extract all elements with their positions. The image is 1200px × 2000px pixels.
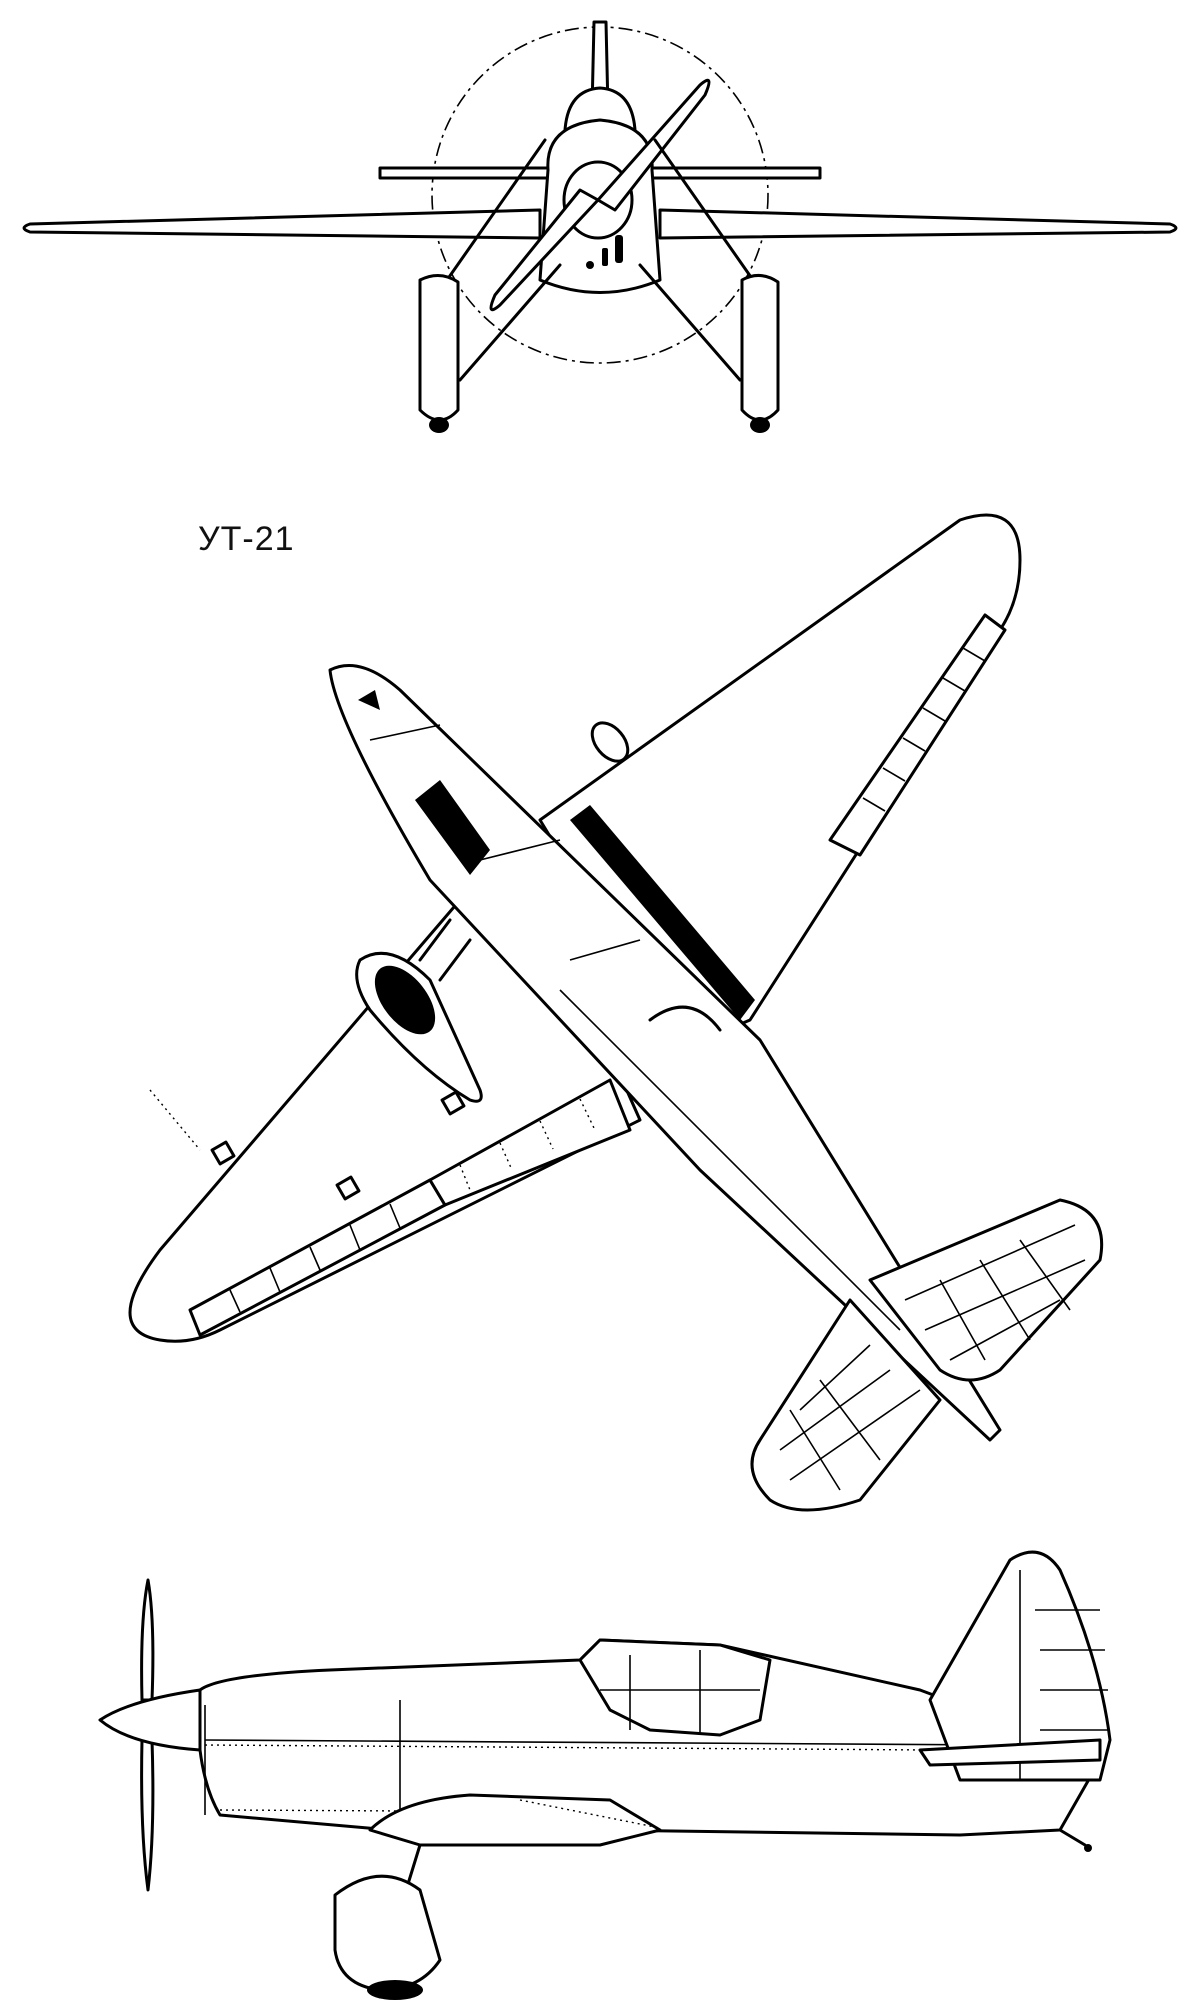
top-wheel-fairing-fill xyxy=(374,965,436,1035)
flap-ribs xyxy=(459,1098,595,1191)
top-left-flap xyxy=(428,1078,632,1207)
side-tail-skid xyxy=(1058,1828,1087,1847)
aircraft-designation-label: УТ-21 xyxy=(198,520,295,558)
top-left-wing xyxy=(128,898,642,1343)
wing-hatch xyxy=(335,1175,361,1201)
front-left-wing xyxy=(22,208,542,240)
fuselage-centerline xyxy=(559,989,901,1331)
front-right-wing xyxy=(658,208,1178,240)
exhaust-mark xyxy=(615,235,623,263)
top-canopy-arc xyxy=(648,1005,722,1032)
top-right-aileron xyxy=(828,613,1007,857)
side-prop-upper xyxy=(140,1578,155,1702)
front-gear-strut xyxy=(638,263,742,382)
fuselage-frames xyxy=(369,724,641,961)
side-wheel-spat xyxy=(333,1874,442,1992)
side-view xyxy=(98,1550,1112,2000)
front-left-wheel xyxy=(429,417,449,433)
rudder-ribs xyxy=(1019,1570,1110,1780)
side-spinner xyxy=(98,1688,202,1752)
stabilizer-ribs xyxy=(779,1344,921,1491)
side-stabilizer xyxy=(918,1738,1102,1767)
aileron-ribs xyxy=(862,647,986,812)
side-frame-lines xyxy=(204,1700,401,1830)
front-strut xyxy=(438,138,547,292)
front-strut xyxy=(653,138,762,292)
front-left-wheel-spat xyxy=(418,274,460,422)
top-right-stabilizer xyxy=(868,1198,1104,1382)
stabilizer-ribs xyxy=(904,1224,1086,1361)
top-cockpit-window xyxy=(415,780,490,875)
wing-hatch xyxy=(210,1140,236,1166)
aileron-ribs xyxy=(229,1203,401,1313)
pitot-line xyxy=(149,1089,201,1151)
front-view xyxy=(22,20,1178,433)
nose-mark xyxy=(358,690,380,710)
front-right-wheel xyxy=(750,417,770,433)
front-prop-blade-2 xyxy=(489,188,600,312)
exhaust-mark-2 xyxy=(602,248,608,266)
front-canopy xyxy=(563,86,637,132)
side-canopy xyxy=(578,1638,772,1737)
top-view xyxy=(128,513,1104,1512)
front-prop-blade-1 xyxy=(596,78,711,212)
top-fuselage xyxy=(328,664,1002,1442)
wing-hatch xyxy=(440,1090,466,1116)
canopy-frames xyxy=(600,1650,760,1735)
side-prop-lower xyxy=(140,1738,155,1892)
top-left-stabilizer xyxy=(750,1298,942,1512)
top-right-flap xyxy=(570,805,755,1020)
side-rivet-lines xyxy=(204,1744,931,1813)
side-wing-root xyxy=(368,1793,662,1847)
front-gear-strut xyxy=(458,263,562,382)
gear-strut xyxy=(418,918,472,982)
front-right-wheel-spat xyxy=(740,274,780,422)
side-tail-wheel xyxy=(1084,1844,1092,1852)
top-right-gear-bump xyxy=(590,721,630,763)
side-stringer xyxy=(204,1739,1001,1746)
side-wheel xyxy=(367,1980,423,2000)
exhaust-mark-3 xyxy=(586,261,594,269)
